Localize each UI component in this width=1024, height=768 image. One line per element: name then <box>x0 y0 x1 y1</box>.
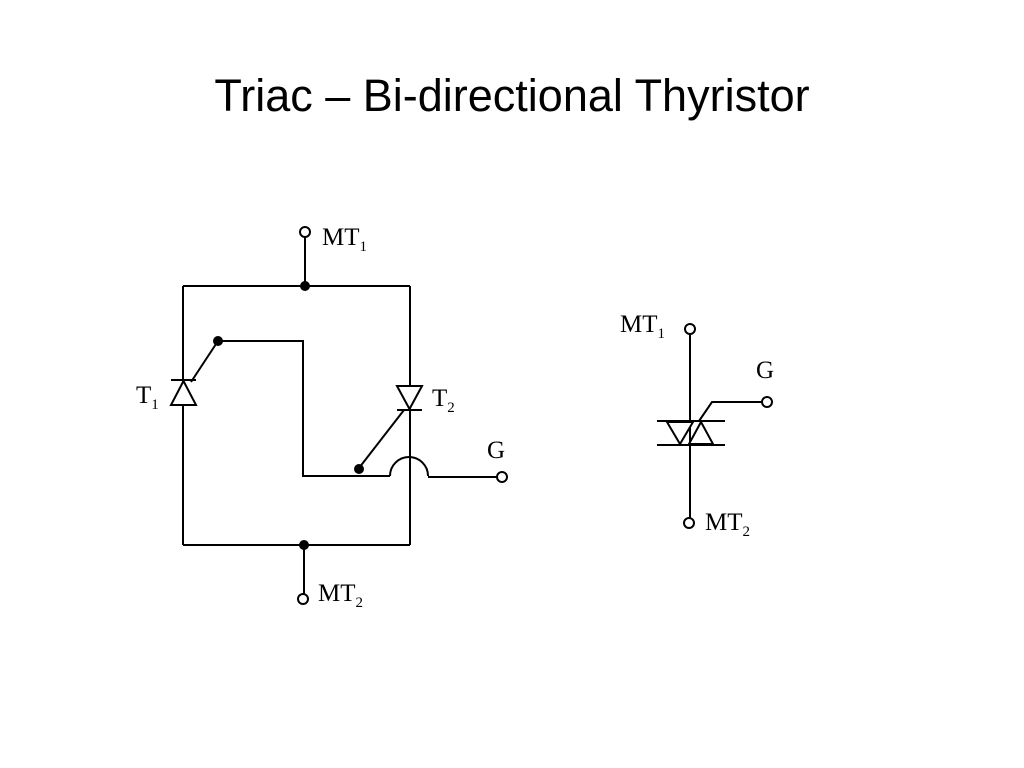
t2-thyristor <box>358 385 424 469</box>
symbol-gate-terminal <box>761 396 773 408</box>
mt1-terminal <box>299 226 311 238</box>
gate-link-wire <box>218 340 390 477</box>
symbol-mt1-terminal <box>684 323 696 335</box>
top-junction <box>300 281 310 291</box>
symbol-up-triangle <box>687 419 715 445</box>
t1-gate-lead <box>190 340 219 383</box>
slide-title: Triac – Bi-directional Thyristor <box>214 70 810 121</box>
symbol-mt2-terminal <box>683 517 695 529</box>
mt2-label: MT2 <box>318 580 363 611</box>
t2-gate-lead <box>358 409 405 469</box>
crossover-hop <box>389 456 429 477</box>
symbol-down-triangle <box>665 421 695 446</box>
triac-symbol: MT1 G MT2 <box>620 311 774 540</box>
equivalent-circuit: MT1 T1 T2 <box>136 224 508 611</box>
t1-label: T1 <box>136 382 159 413</box>
symbol-gate-label: G <box>756 357 774 384</box>
t2-gate-junction <box>354 464 364 474</box>
gate-label: G <box>487 437 505 464</box>
mt1-label: MT1 <box>322 224 367 255</box>
symbol-gate-lead <box>698 401 762 422</box>
t1-thyristor <box>169 340 219 406</box>
t2-label: T2 <box>432 385 455 416</box>
mt2-terminal <box>297 593 309 605</box>
gate-terminal <box>496 471 508 483</box>
symbol-mt2-label: MT2 <box>705 509 750 540</box>
symbol-mt1-label: MT1 <box>620 311 665 342</box>
